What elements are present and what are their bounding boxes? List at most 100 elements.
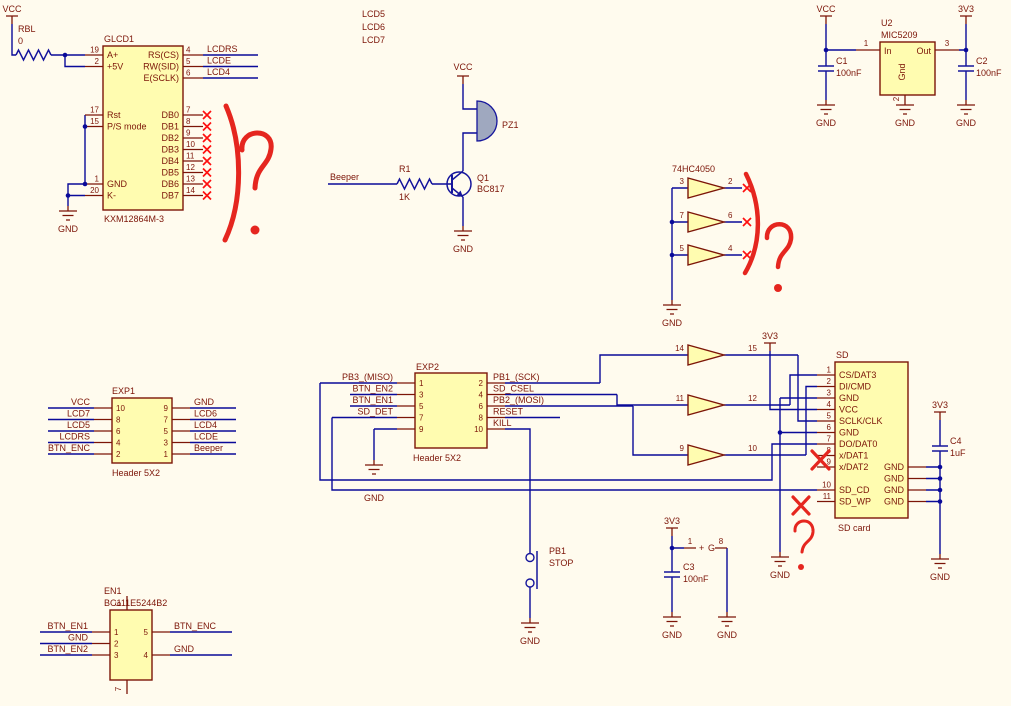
- buffer-wires: [724, 354, 817, 456]
- capacitor-symbol: [957, 65, 975, 72]
- pin-number: 2: [114, 640, 119, 649]
- comment: MIC5209: [881, 30, 918, 40]
- pin-number: 15: [90, 117, 99, 126]
- hex-buffer-used: 14 15 11 12 9 10: [675, 344, 817, 466]
- net-label: BTN_ENC: [48, 443, 91, 453]
- net-label: RESET: [493, 407, 524, 417]
- designator: C1: [836, 56, 848, 66]
- pin-number: 19: [90, 46, 99, 55]
- net-label: LCDE: [207, 56, 231, 66]
- net-label: PB3_(MISO): [342, 372, 393, 382]
- exp2-pin-stubs: [397, 382, 505, 430]
- exp2-body: [414, 372, 488, 449]
- v33-power-symbol: [763, 342, 777, 352]
- encoder-body: [109, 609, 153, 681]
- pin-name: SD_CD: [839, 485, 870, 495]
- power-label: 3V3: [664, 516, 680, 526]
- pin-number: 3: [419, 391, 424, 400]
- net-label: GND: [174, 644, 195, 654]
- buffer-symbol: [687, 244, 727, 266]
- pin-number: 1: [864, 39, 869, 48]
- exp2-component: EXP2 Header 5X2 PB3_(MISO) BTN_EN2 BTN_E…: [319, 354, 817, 618]
- pin-number: 4: [144, 651, 149, 660]
- pin-name: DB2: [161, 133, 179, 143]
- net-label: SD_DET: [357, 407, 393, 417]
- pin-number: 1: [114, 628, 119, 637]
- power-label: GND: [58, 224, 79, 234]
- junction-dot: [669, 545, 675, 551]
- pin-number: 7: [186, 106, 191, 115]
- net-label: KILL: [493, 418, 512, 428]
- pin-name: DB4: [161, 156, 179, 166]
- comment: SD card: [838, 523, 871, 533]
- v33-power-symbol: [959, 15, 973, 25]
- buffer-symbol: [687, 344, 727, 366]
- gnd-symbol: [770, 551, 790, 567]
- comment: BC111E5244B2: [104, 598, 167, 608]
- pin-name: DB3: [161, 145, 179, 155]
- net-label: BTN_EN1: [352, 395, 393, 405]
- pin-number: 14: [675, 344, 684, 353]
- npn-transistor-symbol: [446, 170, 472, 198]
- comment: STOP: [549, 558, 573, 568]
- pin-number: 10: [186, 140, 195, 149]
- pin-name: GND: [839, 428, 860, 438]
- pin-number: 6: [116, 427, 121, 436]
- pin-number: 1: [419, 379, 424, 388]
- value: 0: [18, 36, 23, 46]
- pin-number: 9: [186, 129, 191, 138]
- junction-dots: [62, 52, 88, 198]
- pin-name: DO/DAT0: [839, 439, 877, 449]
- pin-number: 5: [164, 427, 169, 436]
- power-label: GND: [895, 118, 916, 128]
- pin-number: 7: [827, 435, 832, 444]
- capacitor-symbol: [663, 571, 681, 578]
- vcc-power-symbol: [819, 15, 833, 25]
- pullup-resistor-symbol: [15, 49, 52, 61]
- exp1-wires: [48, 407, 236, 455]
- no-erc-markers: [742, 183, 752, 260]
- pin-number: 2: [892, 96, 901, 101]
- glcd1-wires: [11, 24, 258, 206]
- pin-number: 6: [728, 211, 733, 220]
- pin-name: In: [884, 46, 892, 56]
- pin-number: 3: [114, 651, 119, 660]
- pin-name: VCC: [839, 405, 859, 415]
- gnd-symbol: [520, 617, 540, 633]
- pin-number: 3: [680, 177, 685, 186]
- pin-number: 2: [95, 57, 100, 66]
- pin-name: DB0: [161, 110, 179, 120]
- encoder-pin-stubs: [92, 596, 170, 694]
- power-wires: [671, 536, 728, 612]
- annotation-sd-question: [791, 449, 831, 570]
- designator: U2: [881, 18, 893, 28]
- net-label: Beeper: [194, 443, 223, 453]
- pin-name: RS(CS): [148, 50, 179, 60]
- pin-number: 7: [114, 686, 123, 691]
- power-label: VCC: [816, 4, 836, 14]
- net-label: PB1_(SCK): [493, 372, 540, 382]
- junction-dots: [823, 47, 969, 53]
- pin-number: 8: [719, 537, 724, 546]
- pin-number: 17: [90, 106, 99, 115]
- comment: Header 5X2: [413, 453, 461, 463]
- sd-card-component: SD SD card 1 2 3 4 5 6 7 8 9 10 11 CS/DA…: [762, 331, 966, 582]
- pin-name: G: [708, 543, 715, 553]
- buffer-wires: [671, 187, 742, 300]
- gnd-symbol: [364, 459, 384, 475]
- pin-number: 9: [419, 425, 424, 434]
- pin-name: GND: [884, 462, 905, 472]
- power-label: 3V3: [932, 400, 948, 410]
- button-contact: [525, 552, 535, 563]
- gnd-symbol: [58, 205, 78, 221]
- pin-name: Rst: [107, 110, 121, 120]
- pin-name: K-: [107, 191, 116, 201]
- pin-number: 4: [186, 46, 191, 55]
- net-label: SD_CSEL: [493, 384, 534, 394]
- power-label: GND: [662, 630, 683, 640]
- buffer-symbol: [687, 444, 727, 466]
- power-label: GND: [364, 493, 385, 503]
- pin-number: 15: [748, 344, 757, 353]
- exp1-pin-stubs: [94, 407, 190, 455]
- vcc-power-symbol: [5, 15, 19, 25]
